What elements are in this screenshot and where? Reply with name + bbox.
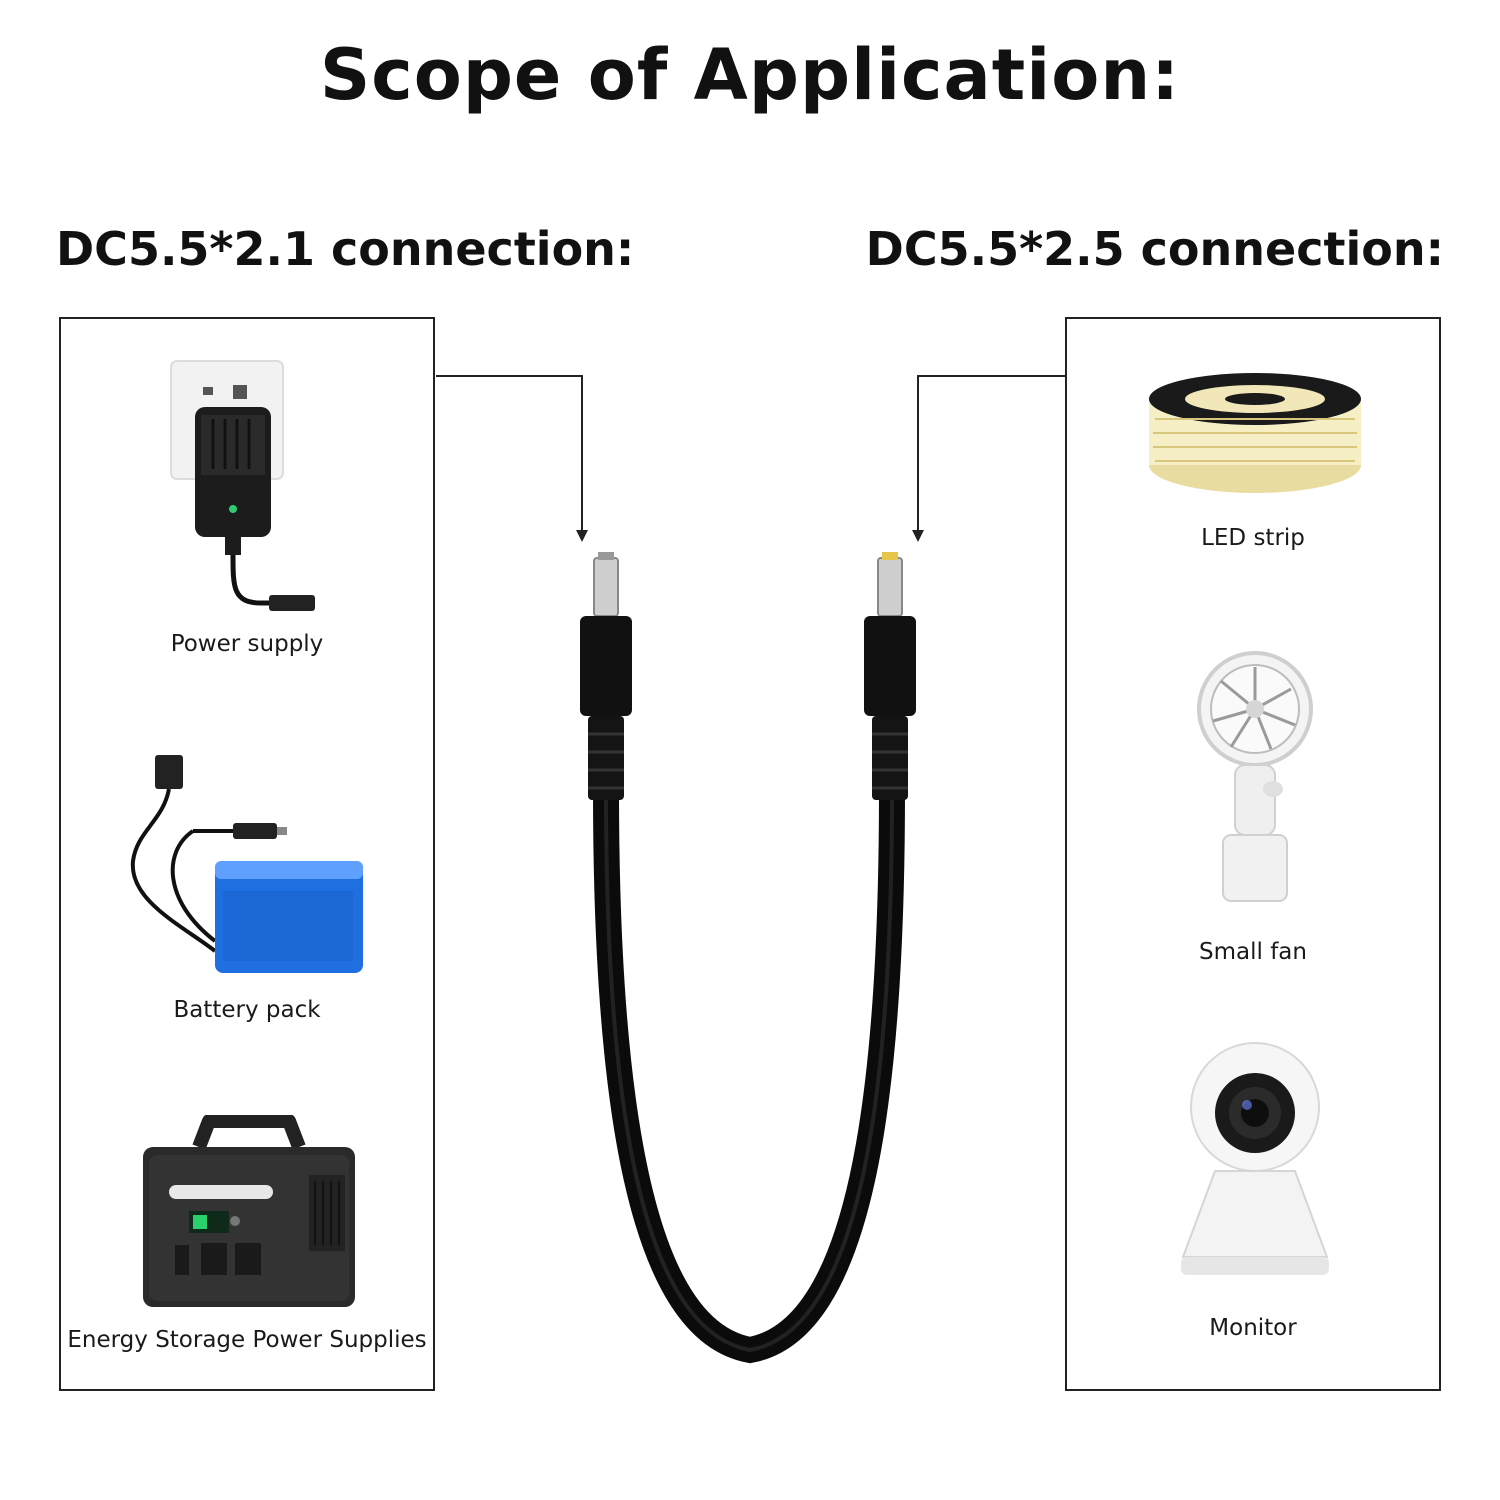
dc-cable [593,777,905,1364]
left-column-heading: DC5.5*2.1 connection: [56,222,635,276]
left-devices-panel: Power supply Battery pack Energy Storage… [59,317,435,1391]
item-label-power-supply: Power supply [170,631,324,657]
item-label-small-fan: Small fan [1199,939,1307,965]
item-label-energy-storage: Energy Storage Power Supplies [67,1327,427,1353]
item-label-led-strip: LED strip [1201,525,1305,551]
item-label-monitor: Monitor [1209,1315,1297,1341]
dc-plug-2-5 [864,552,916,800]
right-devices-panel: LED strip Small fan Monitor [1065,317,1441,1391]
led-strip-icon [1149,373,1361,493]
small-fan-icon [1197,651,1313,902]
right-arrow-head [912,530,924,542]
left-arrow-head [576,530,588,542]
right-connector-arrow [917,375,1065,532]
security-camera-icon [1181,1042,1329,1275]
power-adapter-icon [170,360,315,611]
right-column-heading: DC5.5*2.5 connection: [865,222,1444,276]
power-station-icon [143,1115,355,1307]
battery-pack-icon [130,755,363,973]
item-label-battery-pack: Battery pack [173,997,321,1023]
dc-plug-2-1 [580,552,632,800]
page-title: Scope of Application: [319,34,1181,116]
left-connector-arrow [436,375,583,532]
